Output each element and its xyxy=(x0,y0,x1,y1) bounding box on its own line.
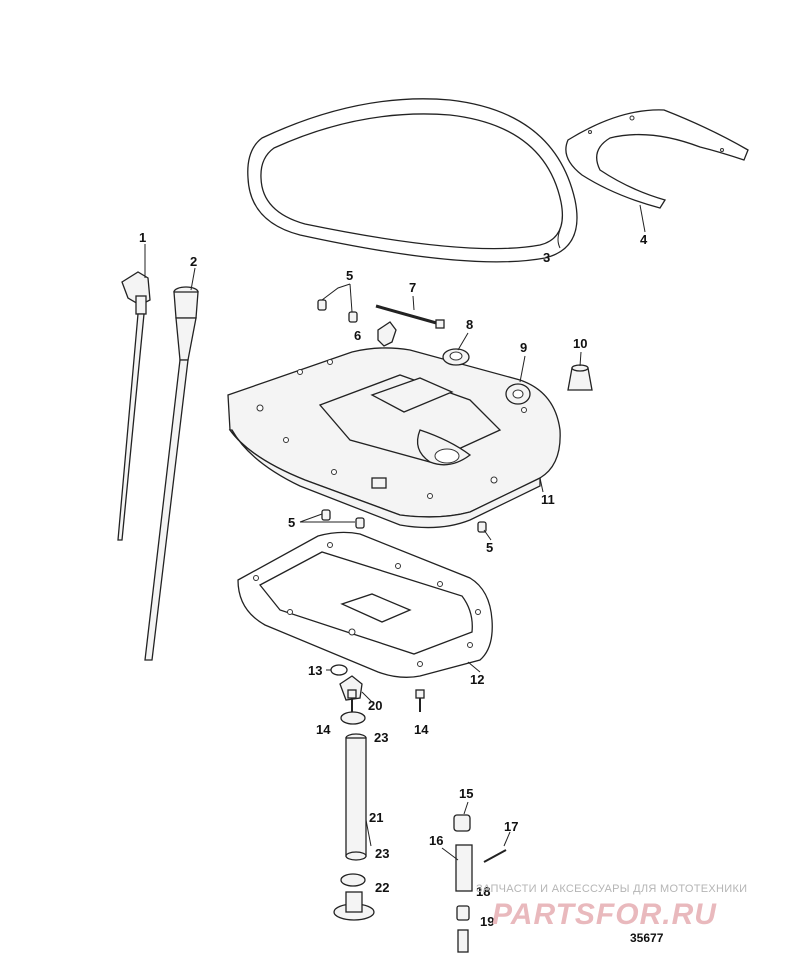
part-7-long-screw xyxy=(375,304,445,329)
callout-16: 16 xyxy=(429,833,443,848)
callout-1: 1 xyxy=(139,230,146,245)
part-5-dowel-pins xyxy=(317,299,487,533)
watermark: ЗАПЧАСТИ И АКСЕССУАРЫ ДЛЯ МОТОТЕХНИКИ PA… xyxy=(476,883,747,931)
figure-number: 35677 xyxy=(630,931,664,945)
callout-4: 4 xyxy=(640,232,648,247)
callout-8: 8 xyxy=(466,317,473,332)
part-14-bolts xyxy=(347,689,425,712)
part-1-dipstick xyxy=(117,271,151,541)
part-4-curved-plate xyxy=(565,109,749,209)
part-18-bushing xyxy=(456,905,470,921)
part-11-adapter-plate xyxy=(227,347,561,529)
callout-23-bottom: 23 xyxy=(375,846,389,861)
callout-6: 6 xyxy=(354,328,361,343)
callout-14-left: 14 xyxy=(316,722,331,737)
callout-22: 22 xyxy=(375,880,389,895)
callout-9: 9 xyxy=(520,340,527,355)
callout-leaders xyxy=(144,204,646,861)
callout-23-top: 23 xyxy=(374,730,388,745)
part-15-bushing xyxy=(453,814,471,832)
callout-12: 12 xyxy=(470,672,484,687)
callout-5-top: 5 xyxy=(346,268,353,283)
callout-13: 13 xyxy=(308,663,322,678)
part-12-lower-gasket xyxy=(237,531,493,678)
part-8-seal-ring xyxy=(442,348,470,366)
callout-15: 15 xyxy=(459,786,473,801)
callout-5-left: 5 xyxy=(288,515,295,530)
part-13-o-ring xyxy=(330,664,348,676)
callout-19: 19 xyxy=(480,914,494,929)
callout-2: 2 xyxy=(190,254,197,269)
callout-18: 18 xyxy=(476,884,490,899)
part-2-dipstick-tube xyxy=(144,286,199,661)
callout-7: 7 xyxy=(409,280,416,295)
part-17-pin xyxy=(483,849,507,863)
part-9-grommet xyxy=(505,383,531,405)
callout-21: 21 xyxy=(369,810,383,825)
callout-17: 17 xyxy=(504,819,518,834)
part-23-clamps xyxy=(340,711,366,887)
part-3-seal-gasket xyxy=(247,98,578,263)
part-10-grommet-cap xyxy=(567,364,593,391)
watermark-brand: PARTSFOR.RU xyxy=(492,898,717,931)
callout-20: 20 xyxy=(368,698,382,713)
part-22-grommet-seal xyxy=(333,891,375,921)
part-21-tube xyxy=(345,733,367,861)
part-19-spring xyxy=(457,929,469,953)
callout-10: 10 xyxy=(573,336,587,351)
callout-11: 11 xyxy=(541,492,555,507)
part-6-elbow-fitting xyxy=(377,321,397,347)
part-16-shaft xyxy=(455,844,473,892)
callout-3: 3 xyxy=(543,250,550,265)
callout-5-right: 5 xyxy=(486,540,493,555)
callout-14-right: 14 xyxy=(414,722,429,737)
watermark-subtitle: ЗАПЧАСТИ И АКСЕССУАРЫ ДЛЯ МОТОТЕХНИКИ xyxy=(476,883,747,895)
callout-labels: 1 2 3 4 5 5 5 6 7 8 9 10 11 12 13 20 14 … xyxy=(139,230,648,929)
